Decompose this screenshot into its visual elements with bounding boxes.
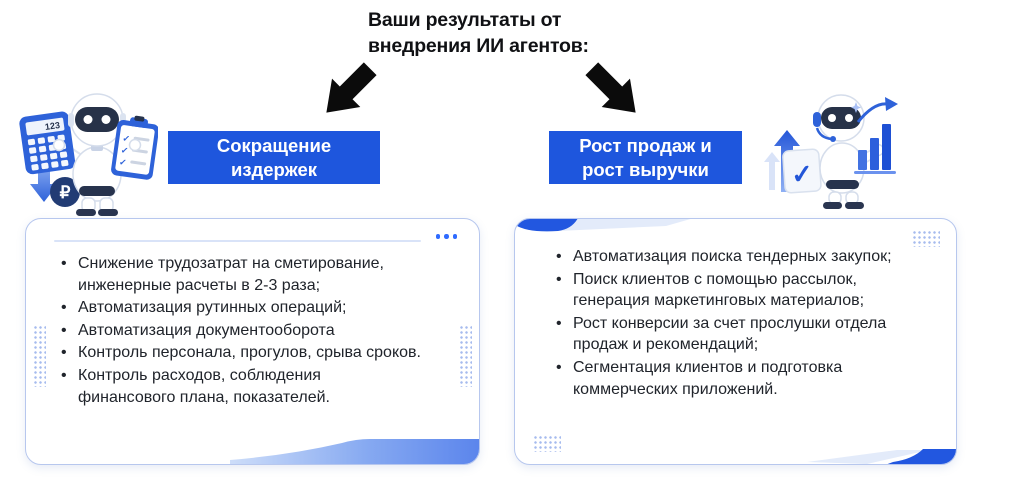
page-title-line2: внедрения ИИ агентов: [368, 34, 589, 57]
dot-pattern [33, 325, 46, 387]
check-mark: ✓ [119, 157, 128, 168]
robot-hand [128, 138, 142, 152]
ellipsis-icon [435, 234, 457, 239]
corner-wedge-decoration [807, 449, 956, 464]
card-top-divider [54, 240, 421, 242]
page-title-line1: Ваши результаты от [368, 9, 562, 31]
list-item: Автоматизация рутинных операций; [61, 297, 422, 319]
list-item: Автоматизация поиска тендерных закупок; [556, 246, 927, 268]
calculator-icon: 123 [19, 111, 76, 175]
bar-chart-icon [851, 97, 898, 174]
robot-growth-chart-illustration: ✓ [764, 94, 898, 209]
robot-head [813, 94, 865, 142]
list-item: Контроль расходов, соблюдения финансовог… [61, 365, 422, 408]
page-title: Ваши результаты от внедрения ИИ агентов: [368, 8, 589, 59]
dot-pattern [533, 435, 561, 452]
faded-up-arrow-icon [764, 152, 780, 190]
list-item: Контроль персонала, прогулов, срыва срок… [61, 342, 422, 364]
checkmark-board-icon: ✓ [782, 148, 822, 194]
ruble-coin-icon: ₽ [50, 177, 80, 207]
list-item: Автоматизация документооборота [61, 320, 422, 342]
list-item: Снижение трудозатрат на сметирование, ин… [61, 253, 422, 296]
sparkle-icon [851, 102, 861, 113]
cost-reduction-card: Снижение трудозатрат на сметирование, ин… [25, 218, 480, 465]
robot-hand [52, 138, 66, 152]
robot-body [819, 142, 865, 209]
check-mark: ✓ [120, 145, 129, 156]
header-sales-growth: Рост продаж и рост выручки [549, 131, 742, 184]
headset-icon [813, 112, 836, 142]
list-item: Рост конверсии за счет прослушки отдела … [556, 313, 927, 356]
check-mark: ✓ [790, 158, 814, 189]
sales-growth-card: Автоматизация поиска тендерных закупок; … [514, 218, 957, 465]
ruble-symbol: ₽ [60, 183, 71, 202]
list-item: Сегментация клиентов и подготовка коммер… [556, 357, 927, 400]
list-item: Поиск клиентов с помощью рассылок, генер… [556, 269, 927, 312]
calculator-display: 123 [44, 120, 60, 132]
robot-calculator-clipboard-illustration: 123 ₽ [19, 93, 158, 216]
arrow-down-left-icon [326, 62, 377, 113]
robot-body [72, 144, 122, 216]
corner-wedge-decoration [515, 219, 691, 232]
arrow-down-right-icon [585, 62, 636, 113]
check-mark: ✓ [122, 133, 131, 144]
dot-pattern [459, 325, 472, 387]
ribbon-corner-decoration [230, 439, 479, 464]
sales-growth-list: Автоматизация поиска тендерных закупок; … [515, 246, 927, 400]
cost-reduction-list: Снижение трудозатрат на сметирование, ин… [26, 253, 422, 408]
dot-pattern [912, 230, 940, 247]
header-cost-reduction: Сокращение издержек [168, 131, 380, 184]
